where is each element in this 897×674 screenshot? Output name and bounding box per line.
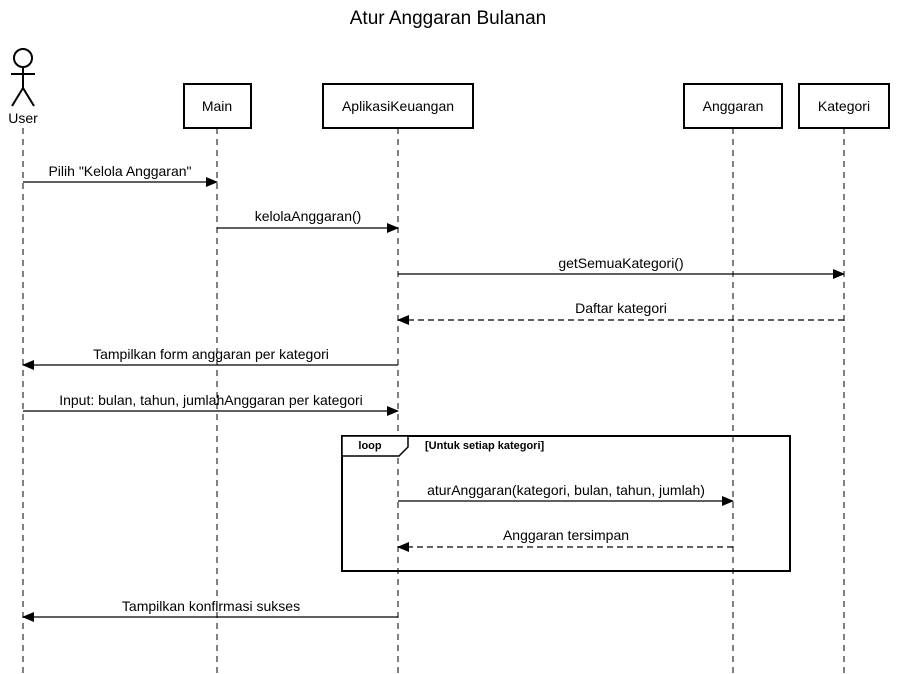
message-pilih-kelola-anggaran: Pilih "Kelola Anggaran" [23,163,218,187]
message-kelolaanggaran: kelolaAnggaran() [217,208,399,233]
loop-condition: [Untuk setiap kategori] [425,440,545,452]
participant-kategori-label: Kategori [818,98,870,114]
participant-aplikasikeuangan: AplikasiKeuangan [322,83,474,129]
actor-label: User [8,110,38,126]
user-actor-icon [11,48,35,107]
participant-aplikasikeuangan-label: AplikasiKeuangan [342,98,454,114]
loop-frame: loop [Untuk setiap kategori] [341,435,791,572]
message-aturanggaran: aturAnggaran(kategori, bulan, tahun, jum… [398,482,734,506]
message-label: Pilih "Kelola Anggaran" [48,163,191,179]
loop-keyword: loop [358,440,381,452]
message-label: Input: bulan, tahun, jumlahAnggaran per … [59,392,363,408]
message-input-anggaran: Input: bulan, tahun, jumlahAnggaran per … [23,392,399,416]
message-tampilkan-konfirmasi: Tampilkan konfirmasi sukses [22,598,398,622]
return-anggaran-tersimpan: Anggaran tersimpan [397,527,733,552]
message-label: kelolaAnggaran() [255,208,362,224]
participant-main-label: Main [202,98,232,114]
message-label: Anggaran tersimpan [503,527,629,543]
message-label: aturAnggaran(kategori, bulan, tahun, jum… [427,482,705,498]
participant-anggaran: Anggaran [683,83,783,129]
return-daftar-kategori: Daftar kategori [397,300,844,325]
diagram-title: Atur Anggaran Bulanan [350,8,547,29]
message-label: Tampilkan konfirmasi sukses [122,598,300,614]
message-tampilkan-form: Tampilkan form anggaran per kategori [22,346,398,370]
participant-anggaran-label: Anggaran [703,98,764,114]
participant-main: Main [183,83,252,129]
message-label: Daftar kategori [575,300,667,316]
message-getsemuakategori: getSemuaKategori() [398,255,845,279]
message-label: Tampilkan form anggaran per kategori [93,346,329,362]
participant-kategori: Kategori [798,83,890,129]
message-label: getSemuaKategori() [558,255,683,271]
